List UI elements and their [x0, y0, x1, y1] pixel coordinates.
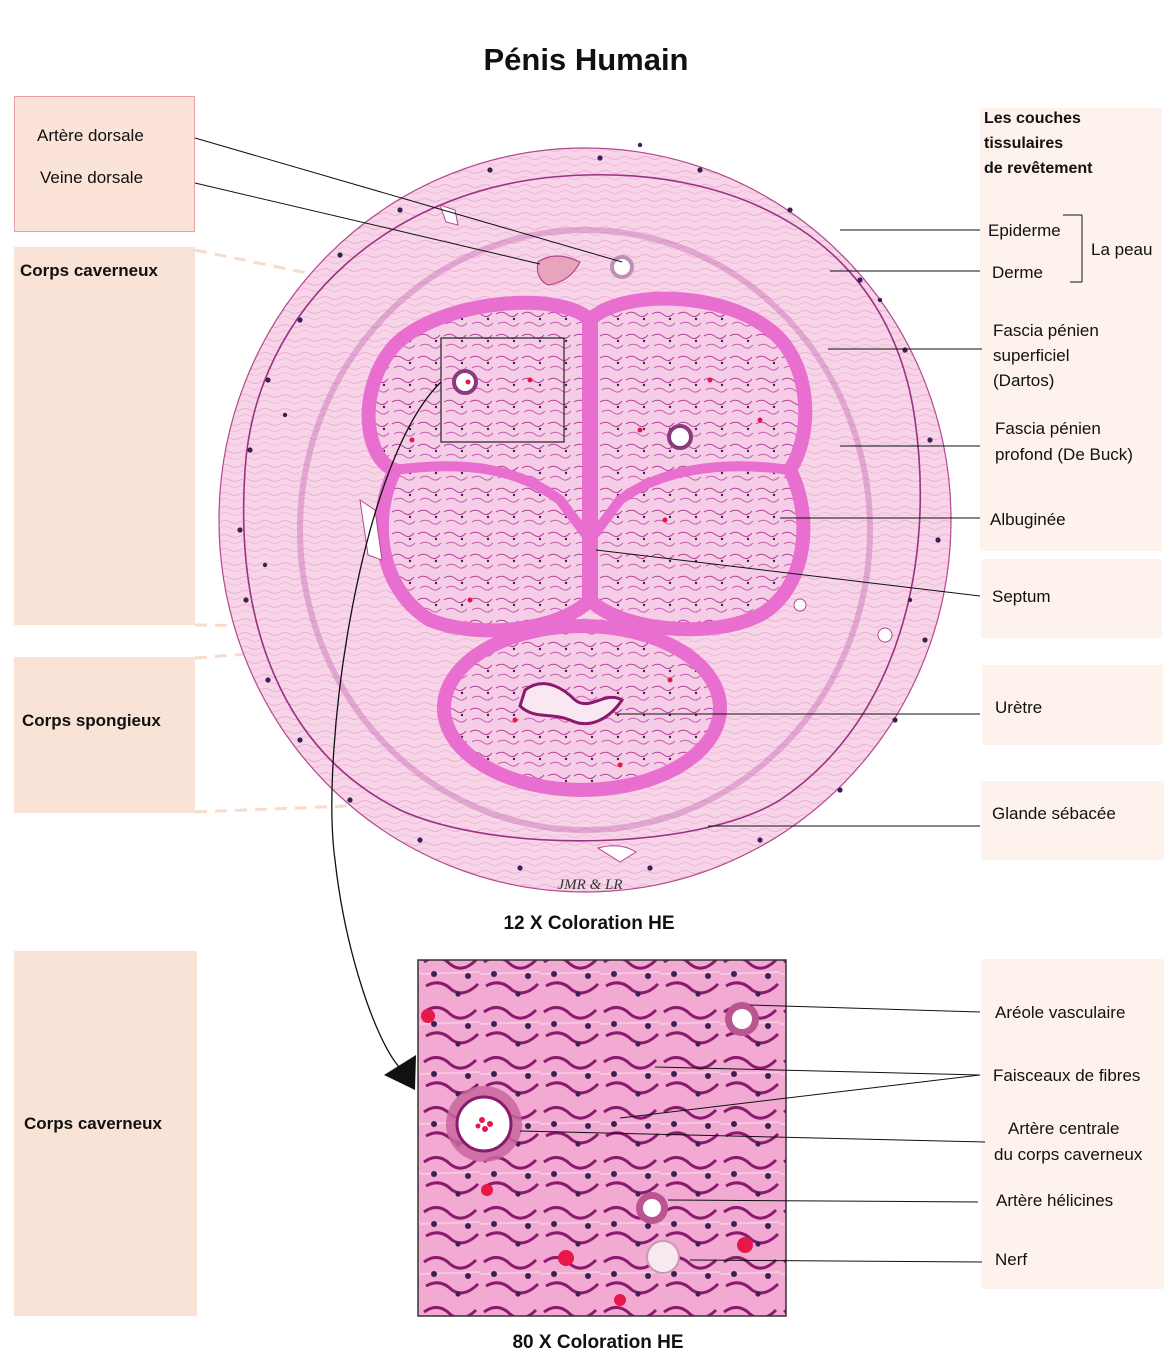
zoom-arrow	[331, 381, 442, 1069]
label-epiderme: Epiderme	[988, 221, 1061, 240]
label-la-peau: La peau	[1091, 240, 1153, 259]
caption-bottom: 80 X Coloration HE	[512, 1332, 683, 1353]
couches-title-3: de revêtement	[984, 160, 1093, 177]
leader-lines	[194, 137, 1083, 1263]
dorsal-vessels-box	[14, 96, 195, 232]
page-title: Pénis Humain	[483, 42, 689, 77]
caption-top: 12 X Coloration HE	[503, 913, 674, 934]
label-artere-centrale-2: du corps caverneux	[994, 1145, 1143, 1164]
label-derme: Derme	[992, 263, 1044, 282]
label-albuginee: Albuginée	[990, 510, 1066, 529]
label-artere-dorsale: Artère dorsale	[37, 126, 144, 145]
penis-cross-section	[218, 142, 952, 893]
label-septum: Septum	[992, 587, 1051, 606]
zoom-histology-image	[417, 959, 787, 1317]
corps-spongieux-box	[14, 657, 195, 813]
vessels	[359, 204, 893, 863]
label-helicines: Artère hélicines	[996, 1191, 1114, 1210]
label-corps-caverneux-top: Corps caverneux	[20, 261, 158, 280]
corps-caverneux-zoom-box	[14, 951, 197, 1316]
label-corps-spongieux: Corps spongieux	[22, 711, 161, 730]
label-fascia-profond-1: Fascia pénien	[995, 419, 1101, 438]
label-areole: Aréole vasculaire	[995, 1003, 1126, 1022]
septum-box	[981, 559, 1162, 638]
label-fascia-superficiel-3: (Dartos)	[993, 371, 1055, 390]
label-nerf: Nerf	[995, 1250, 1028, 1269]
label-fascia-superficiel-1: Fascia pénien	[993, 321, 1099, 340]
label-uretre: Urètre	[995, 698, 1043, 717]
couches-title-2: tissulaires	[984, 135, 1064, 152]
signature: JMR & LR	[558, 877, 623, 893]
couches-box	[980, 108, 1162, 551]
glande-box	[981, 781, 1164, 860]
corps-caverneux-box	[14, 247, 195, 625]
label-corps-caverneux-bottom: Corps caverneux	[24, 1114, 162, 1133]
zoom-region-marker	[440, 337, 565, 443]
zoom-labels-box	[981, 959, 1164, 1289]
couches-title-1: Les couches	[984, 110, 1081, 127]
label-faisceaux: Faisceaux de fibres	[993, 1066, 1141, 1085]
label-artere-centrale-1: Artère centrale	[1008, 1119, 1120, 1138]
dermis-nuclei	[237, 142, 941, 871]
label-fascia-superficiel-2: superficiel	[993, 346, 1070, 365]
label-fascia-profond-2: profond (De Buck)	[995, 445, 1133, 464]
blood-spots	[409, 377, 763, 768]
label-veine-dorsale: Veine dorsale	[40, 168, 144, 187]
zoom-arrowhead	[384, 1055, 416, 1090]
uretre-box	[982, 665, 1163, 745]
label-glande: Glande sébacée	[992, 804, 1116, 823]
